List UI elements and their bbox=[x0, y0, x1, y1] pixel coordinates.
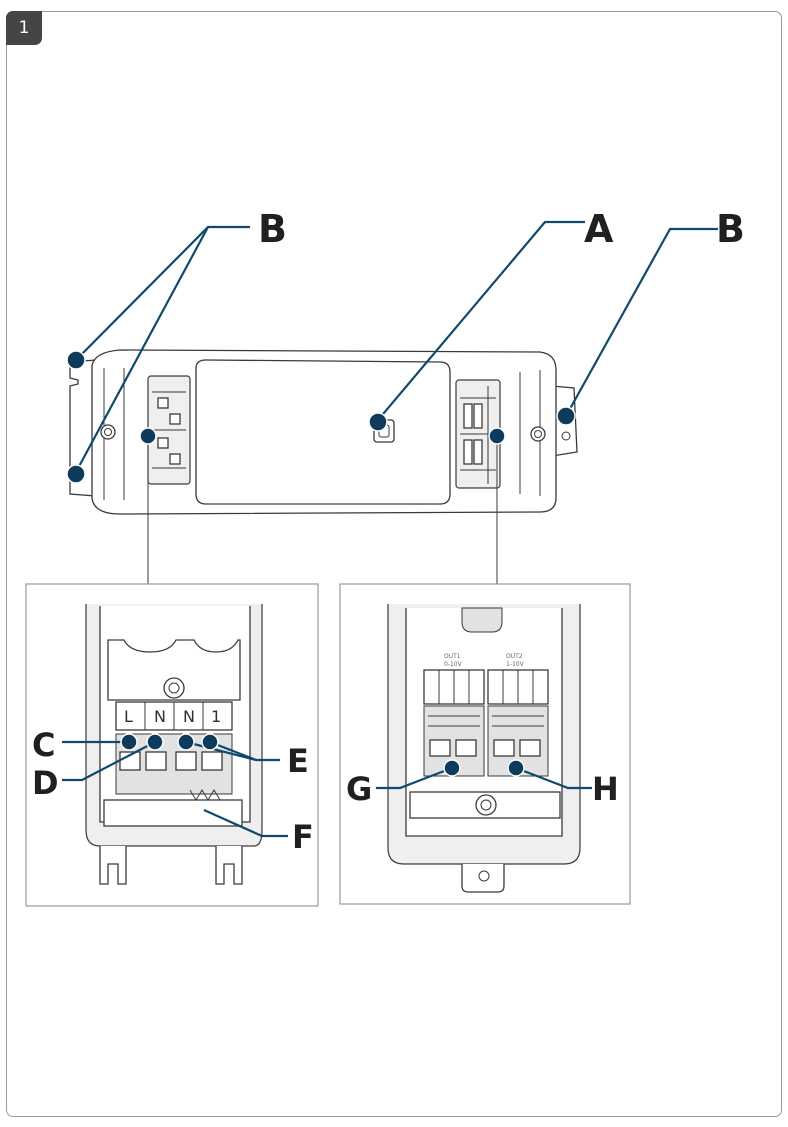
input-slot-4 bbox=[169, 453, 181, 465]
callout-c: C bbox=[32, 726, 55, 764]
input-terminal-dividers bbox=[152, 391, 186, 469]
callout-h: H bbox=[592, 770, 619, 808]
callout-b-right: B bbox=[716, 207, 745, 251]
marker-a bbox=[368, 412, 388, 432]
terminal-label-dividers bbox=[144, 702, 204, 730]
marker-c bbox=[120, 733, 138, 751]
figure-frame bbox=[6, 11, 782, 1117]
leader-g bbox=[376, 766, 453, 790]
output-slot-3 bbox=[463, 439, 473, 465]
screw-left bbox=[100, 424, 116, 440]
terminal-label-1: 1 bbox=[211, 707, 221, 726]
marker-output-terminal bbox=[488, 427, 506, 445]
input-slot-2 bbox=[169, 413, 181, 425]
terminal-clamp-3 bbox=[175, 751, 197, 771]
zoom-foot-right bbox=[215, 846, 243, 885]
output-clamp-2 bbox=[455, 739, 477, 757]
terminal-clamp-2 bbox=[145, 751, 167, 771]
driver-device bbox=[69, 349, 578, 515]
marker-b-left-top bbox=[66, 350, 86, 370]
marker-d bbox=[146, 733, 164, 751]
terminal-label-l: L bbox=[124, 707, 133, 726]
zoom-screw-right bbox=[475, 794, 497, 816]
callout-f: F bbox=[292, 818, 314, 856]
terminal-clamp-4 bbox=[201, 751, 223, 771]
leader-d bbox=[62, 741, 156, 782]
strain-relief bbox=[103, 799, 243, 827]
output-clamp-4 bbox=[519, 739, 541, 757]
output-slot-4 bbox=[473, 439, 483, 465]
marker-e-1 bbox=[177, 733, 195, 751]
leader-a bbox=[377, 220, 585, 421]
marker-b-right bbox=[556, 406, 576, 426]
zoom-foot-left bbox=[99, 846, 127, 885]
output-label-out1: OUT1 bbox=[444, 653, 461, 660]
screw-left-inner bbox=[104, 428, 112, 436]
leader-b-right bbox=[565, 227, 718, 417]
marker-g bbox=[443, 759, 461, 777]
output-clamp-1 bbox=[429, 739, 451, 757]
central-cover bbox=[195, 359, 451, 505]
zoom-screw-left bbox=[163, 677, 185, 699]
zoom-top-notch bbox=[461, 607, 503, 633]
callout-b-left: B bbox=[258, 207, 287, 251]
marker-input-terminal bbox=[139, 427, 157, 445]
zoom-screw-right-inner bbox=[480, 799, 492, 811]
input-slot-3 bbox=[157, 437, 169, 449]
callout-e: E bbox=[287, 742, 309, 780]
zoom-screw-left-inner bbox=[168, 682, 180, 694]
marker-h bbox=[507, 759, 525, 777]
output-label-out2: OUT2 bbox=[506, 653, 523, 660]
input-slot-1 bbox=[157, 397, 169, 409]
screw-right-inner bbox=[534, 430, 542, 438]
zoom-panel-output: OUT1 0-10V OUT2 1-10V G H bbox=[339, 583, 631, 905]
output-slot-2 bbox=[473, 403, 483, 429]
callout-d: D bbox=[32, 764, 59, 802]
output-terminal-dividers-zoom bbox=[438, 670, 534, 704]
output-slot-1 bbox=[463, 403, 473, 429]
terminal-label-n2: N bbox=[183, 707, 195, 726]
output-label-out2-range: 1-10V bbox=[506, 661, 525, 668]
output-connector-ribs bbox=[428, 715, 544, 727]
output-label-out1-range: 0-10V bbox=[444, 661, 463, 668]
leader-h bbox=[515, 766, 592, 790]
zoom-clamp-top bbox=[107, 639, 241, 701]
screw-right bbox=[530, 426, 546, 442]
zoom-bottom-tab bbox=[461, 864, 505, 893]
terminal-label-n1: N bbox=[154, 707, 166, 726]
zoom-panel-input: L N N 1 C D E F bbox=[25, 583, 319, 907]
callout-g: G bbox=[346, 770, 372, 808]
mounting-hole-right bbox=[561, 431, 571, 441]
marker-b-left-bottom bbox=[66, 464, 86, 484]
leader-b-left-bottom bbox=[75, 226, 209, 473]
leader-f bbox=[203, 808, 288, 838]
output-clamp-3 bbox=[493, 739, 515, 757]
strain-relief-spring bbox=[189, 789, 221, 801]
leader-b-left-top bbox=[75, 225, 250, 361]
marker-e-2 bbox=[201, 733, 219, 751]
zoom-bottom-tab-hole bbox=[478, 870, 490, 882]
figure-number-badge: 1 bbox=[6, 11, 42, 45]
callout-a: A bbox=[584, 207, 614, 251]
